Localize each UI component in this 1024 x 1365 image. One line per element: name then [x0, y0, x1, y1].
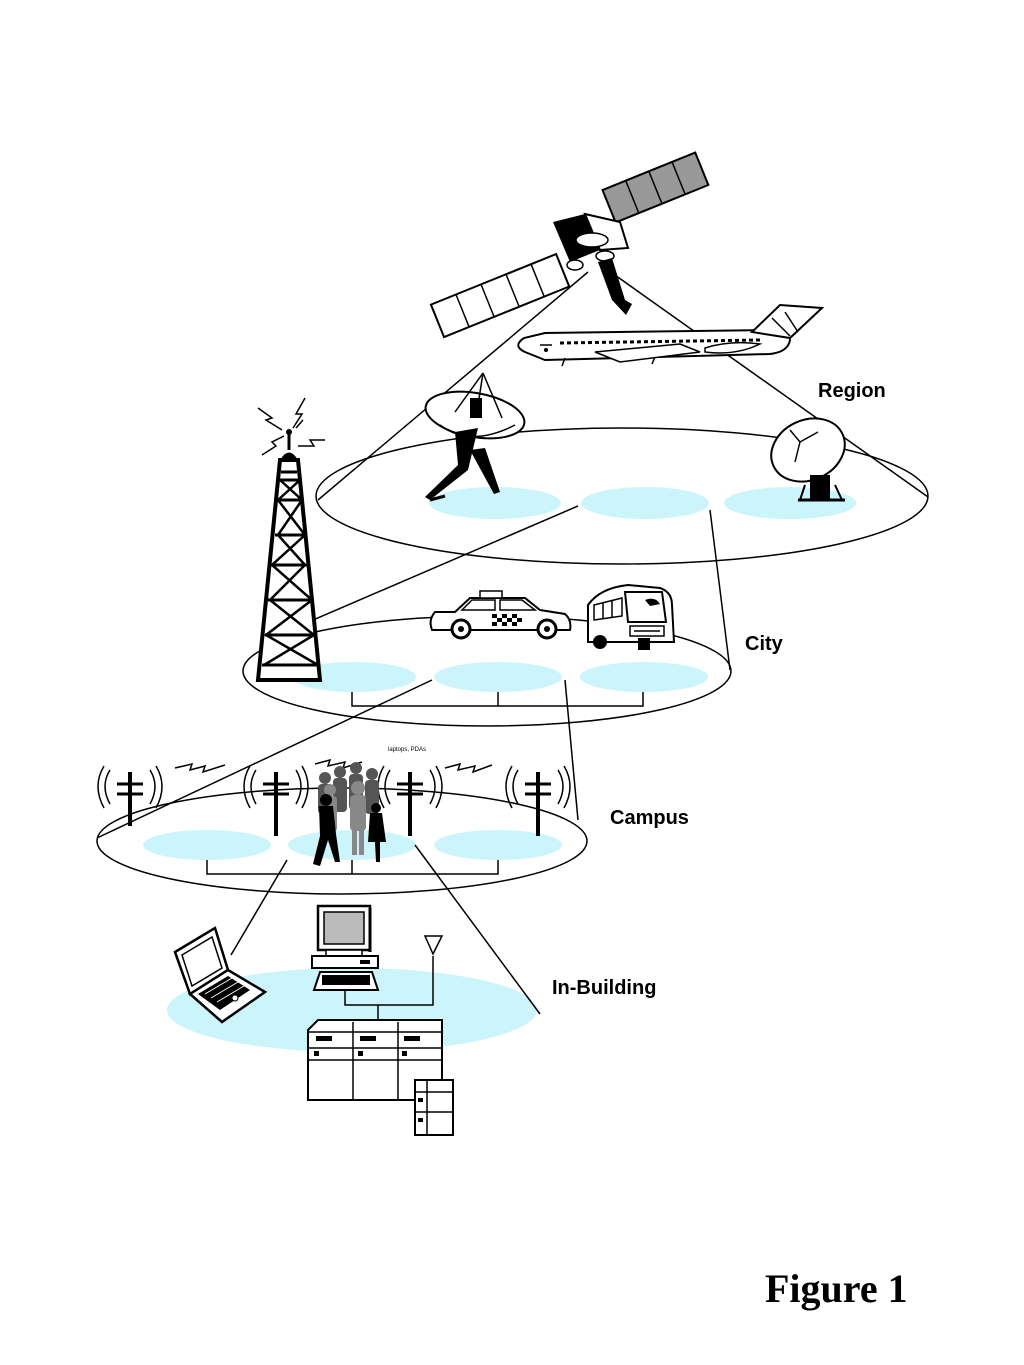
radio-tower-icon: [255, 397, 325, 682]
city-layer: [242, 615, 732, 727]
campus-cell-1: [143, 830, 271, 860]
city-cell-2: [434, 662, 562, 692]
antenna-icon: [243, 765, 309, 836]
region-cell-3: [724, 487, 856, 519]
people-icon: [313, 762, 386, 866]
city-bus-line: [351, 692, 644, 707]
taxi-icon: [429, 590, 572, 640]
antenna-icon: [377, 765, 443, 836]
laptops-pdas-label: laptops, PDAs: [388, 747, 426, 753]
cone-lines: [96, 267, 929, 1015]
airplane-icon: [517, 303, 825, 367]
bus-icon: [587, 583, 676, 650]
in-building-label: In-Building: [552, 977, 656, 999]
antenna-icon: [423, 935, 444, 956]
region-label: Region: [818, 380, 886, 402]
city-cell-3: [580, 662, 708, 692]
antenna-icon: [97, 765, 163, 826]
region-cell-1: [429, 487, 561, 519]
figure-caption: Figure 1: [765, 1266, 908, 1311]
region-cell-2: [581, 487, 709, 519]
city-cell-1: [292, 662, 416, 692]
satellite-dish-icon: [424, 372, 526, 502]
city-label: City: [745, 633, 784, 655]
laptop-icon: [173, 926, 268, 1024]
satellite-dish-icon: [770, 417, 846, 502]
desktop-computer-icon: [311, 904, 380, 991]
wireless-link-lines: [174, 758, 493, 774]
antenna-icon: [505, 765, 571, 836]
server-rack-icon: [307, 1019, 454, 1136]
region-ellipse: [315, 427, 929, 565]
campus-bus-line: [206, 860, 499, 875]
campus-cell-3: [434, 830, 562, 860]
satellite-icon: [429, 151, 710, 339]
campus-label: Campus: [610, 807, 689, 829]
